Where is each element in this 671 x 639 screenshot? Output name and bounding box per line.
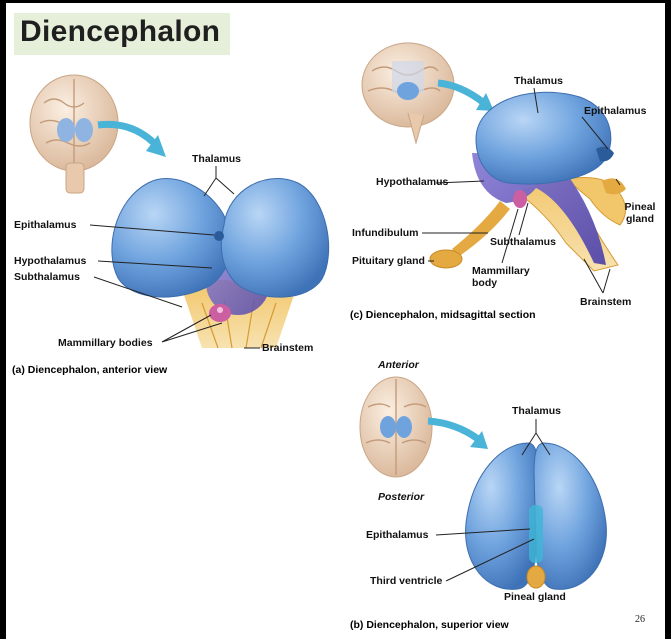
label-c-thalamus: Thalamus xyxy=(514,75,563,87)
thalamus-left-lobe-b xyxy=(466,443,538,589)
panel-a-figure xyxy=(30,75,329,348)
thalamus-left-lobe-a xyxy=(112,179,231,298)
thalamus-right-lobe-a xyxy=(221,179,328,298)
pituitary-gland-c xyxy=(430,250,462,268)
label-c-pituitary-gland: Pituitary gland xyxy=(352,255,425,267)
label-b-anterior: Anterior xyxy=(378,359,419,371)
thalamus-right-lobe-b xyxy=(534,443,606,589)
label-a-epithalamus: Epithalamus xyxy=(14,219,76,231)
slide: Diencephalon xyxy=(6,3,665,639)
brainstem-thumbnail-a xyxy=(66,163,84,193)
caption-panel-a: (a) Diencephalon, anterior view xyxy=(12,364,167,376)
label-c-hypothalamus: Hypothalamus xyxy=(376,176,448,188)
pointer-arrow-b xyxy=(428,421,478,439)
label-a-brainstem: Brainstem xyxy=(262,342,313,354)
infundibulum-c xyxy=(452,201,510,257)
label-b-third-ventricle: Third ventricle xyxy=(370,575,442,587)
label-c-subthalamus: Subthalamus xyxy=(490,236,556,248)
caption-panel-b: (b) Diencephalon, superior view xyxy=(350,619,509,631)
label-c-infundibulum: Infundibulum xyxy=(352,227,418,239)
label-c-brainstem: Brainstem xyxy=(580,296,631,308)
epithalamus-a xyxy=(214,231,224,241)
label-b-epithalamus: Epithalamus xyxy=(366,529,428,541)
label-a-hypothalamus: Hypothalamus xyxy=(14,255,86,267)
label-c-pineal-gland: Pineal gland xyxy=(620,201,660,225)
label-a-thalamus: Thalamus xyxy=(192,153,241,165)
page-number: 26 xyxy=(635,614,645,625)
caption-panel-c: (c) Diencephalon, midsagittal section xyxy=(350,309,536,321)
panel-b-figure xyxy=(360,377,606,589)
diencephalon-illustration xyxy=(6,3,665,639)
label-a-mammillary-bodies: Mammillary bodies xyxy=(58,337,153,349)
label-c-mammillary-body: Mammillary body xyxy=(472,265,532,289)
mammillary-body-c xyxy=(513,190,527,208)
label-c-epithalamus: Epithalamus xyxy=(584,105,646,117)
label-b-pineal-gland: Pineal gland xyxy=(504,591,566,603)
label-a-subthalamus: Subthalamus xyxy=(14,271,80,283)
label-b-posterior: Posterior xyxy=(378,491,424,503)
third-ventricle-b xyxy=(529,505,543,563)
pineal-gland-b xyxy=(527,566,545,588)
label-b-thalamus: Thalamus xyxy=(512,405,561,417)
